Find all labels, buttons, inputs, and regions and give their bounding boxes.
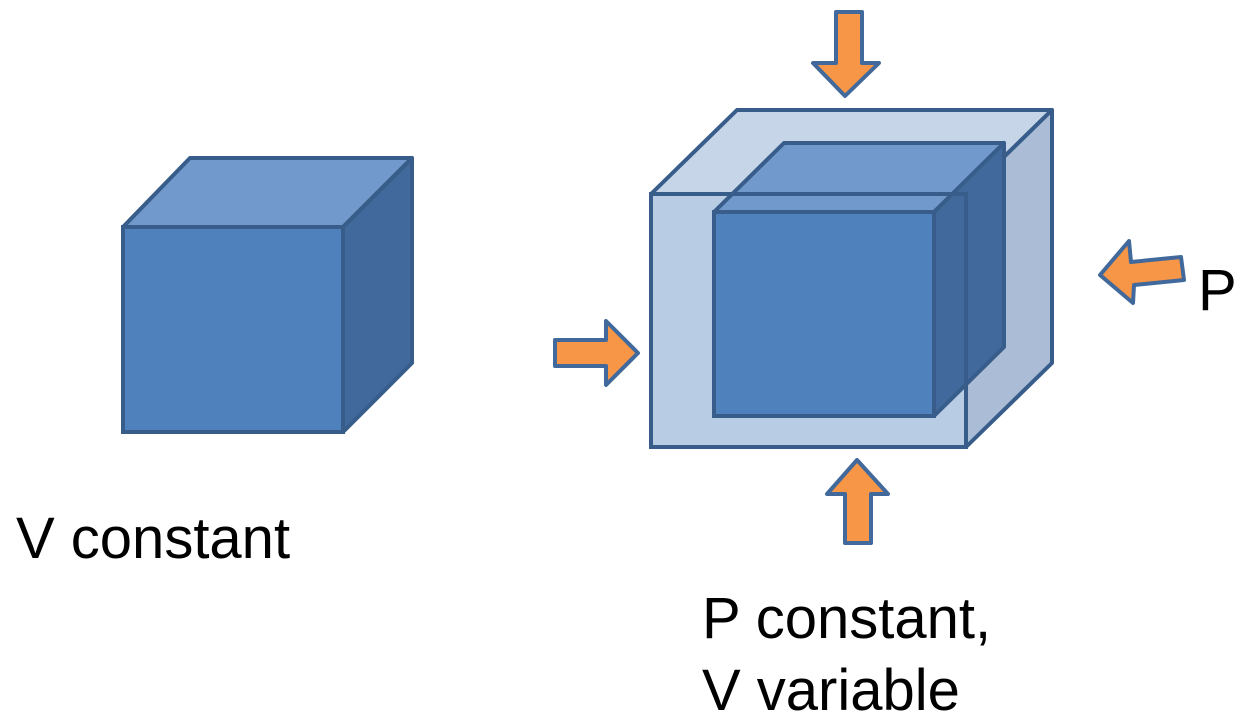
variable-volume-cube-front xyxy=(712,210,936,418)
variable-volume-cube xyxy=(712,141,1006,418)
constant-volume-cube xyxy=(121,156,414,434)
pressure-arrow-top xyxy=(811,10,881,98)
v-variable-label: V variable xyxy=(702,658,960,723)
pressure-label: P xyxy=(1198,258,1237,323)
p-constant-label: P constant, xyxy=(702,586,992,651)
arrow-left-icon xyxy=(1098,239,1186,305)
constant-volume-cube-front xyxy=(121,225,345,434)
arrow-down-icon xyxy=(811,10,881,98)
arrow-up-icon xyxy=(825,458,890,545)
arrow-right-icon xyxy=(553,319,640,387)
pressure-arrow-left xyxy=(553,319,640,387)
v-constant-label: V constant xyxy=(16,506,291,571)
pressure-arrow-right xyxy=(1098,239,1186,305)
pressure-arrow-bottom xyxy=(825,458,890,545)
